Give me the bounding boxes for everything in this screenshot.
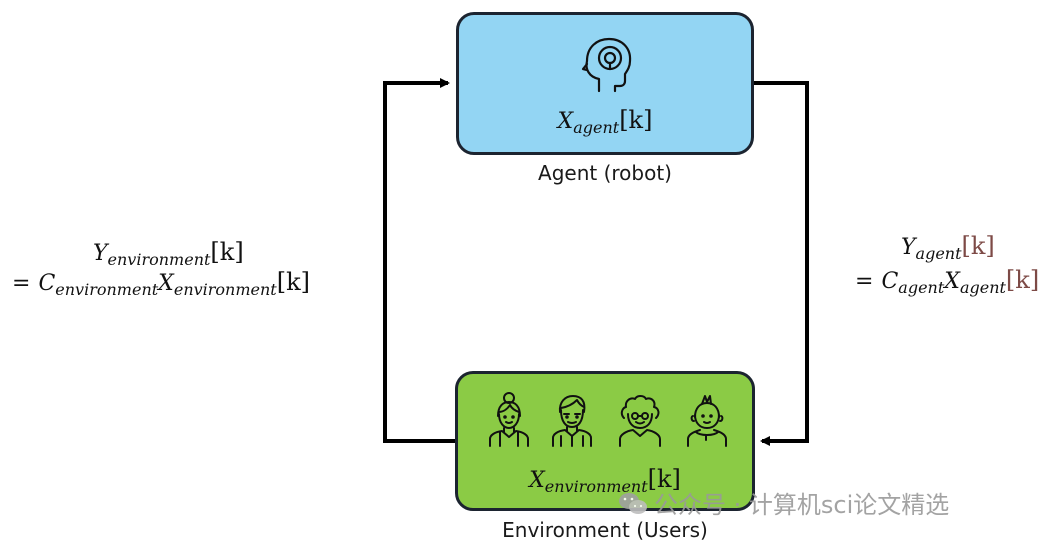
right-eq-c: C — [881, 269, 899, 294]
woman-bun-icon — [489, 392, 529, 447]
head-brain-icon — [581, 37, 632, 93]
left-eq-x-arg: [k] — [276, 268, 311, 296]
environment-state-sub: environment — [544, 477, 648, 496]
right-equation-line2: =CagentXagent[k] — [855, 266, 1039, 297]
environment-state-arg: [k] — [647, 465, 681, 493]
right-eq-y-sub: agent — [915, 244, 962, 263]
elderly-woman-icon — [619, 395, 661, 447]
environment-box — [455, 371, 755, 511]
agent-caption: Agent (robot) — [538, 161, 672, 185]
environment-state-label: Xenvironment[k] — [455, 465, 755, 496]
left-eq-y-arg: [k] — [210, 238, 244, 266]
left-eq-y: Y — [93, 241, 108, 266]
wechat-icon — [619, 493, 647, 514]
child-mohawk-icon — [687, 395, 727, 447]
agent-state-arg: [k] — [619, 106, 653, 134]
left-equation-line2: =CenvironmentXenvironment[k] — [12, 268, 310, 299]
left-eq-c-sub: environment — [55, 280, 159, 299]
agent-box — [456, 12, 754, 155]
right-eq-x-arg: [k] — [1005, 266, 1040, 294]
right-eq-x-sub: agent — [959, 278, 1006, 297]
left-eq-x: X — [158, 271, 174, 296]
left-eq-y-sub: environment — [107, 250, 211, 269]
arrow-environment-to-agent — [383, 78, 455, 443]
agent-state-label: Xagent[k] — [456, 106, 754, 137]
arrow-agent-to-environment — [754, 81, 809, 446]
agent-state-sub: agent — [573, 118, 620, 137]
right-eq-equals: = — [855, 269, 874, 294]
left-eq-c: C — [38, 271, 56, 296]
man-icon — [552, 395, 592, 447]
left-eq-x-sub: environment — [173, 280, 277, 299]
right-eq-x: X — [944, 269, 960, 294]
environment-caption: Environment (Users) — [502, 518, 708, 542]
environment-state-var: X — [529, 468, 545, 493]
watermark: 公众号 · 计算机sci论文精选 — [618, 485, 949, 520]
right-eq-y: Y — [901, 235, 916, 260]
left-equation-line1: Yenvironment[k] — [93, 238, 244, 269]
right-eq-c-sub: agent — [898, 278, 945, 297]
right-equation-line1: Yagent[k] — [901, 232, 995, 263]
agent-state-var: X — [557, 109, 574, 134]
right-eq-y-arg: [k] — [961, 232, 995, 260]
watermark-text: 公众号 · 计算机sci论文精选 — [654, 491, 950, 519]
left-eq-equals: = — [12, 271, 31, 296]
